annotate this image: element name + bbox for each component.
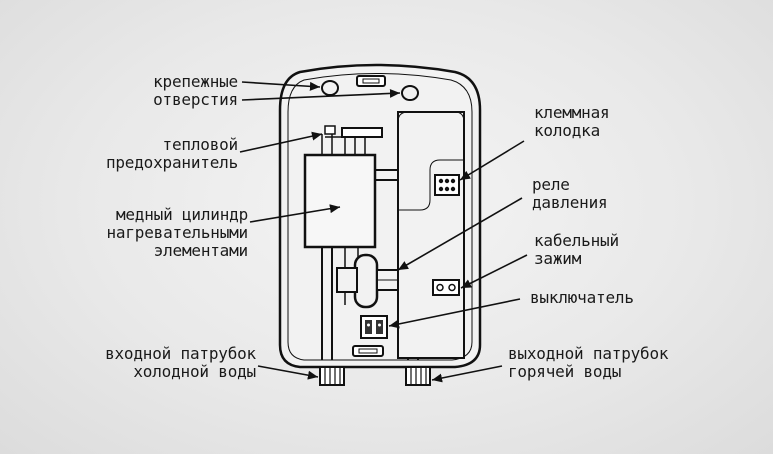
cold-inlet-fitting <box>319 366 345 386</box>
cable-clamp-symbol <box>432 279 460 296</box>
label-pressure-relay: реле давления <box>532 175 608 212</box>
arrow-pressure-relay <box>397 197 523 271</box>
arrow-hot-outlet <box>431 365 503 383</box>
label-cold-inlet: входной патрубок холодной воды <box>105 344 256 381</box>
terminal-block-symbol <box>434 174 460 196</box>
mounting-hole-right <box>401 85 419 101</box>
label-thermal-fuse: тепловой предохранитель <box>105 135 238 172</box>
label-copper-cylinder: медный цилиндр нагревательными элементам… <box>106 205 249 260</box>
label-hot-outlet: выходной патрубок горячей воды <box>508 344 669 381</box>
label-switch: выключатель <box>530 288 634 307</box>
arrow-copper-cylinder <box>249 204 341 223</box>
switch-symbol <box>360 315 388 339</box>
bottom-slot <box>352 345 384 357</box>
copper-cylinder <box>303 153 377 249</box>
arrow-terminal-block <box>459 140 525 181</box>
label-terminal-block: клеммная колодка <box>534 103 610 140</box>
label-cable-clamp: кабельный зажим <box>534 231 619 268</box>
thermal-fuse <box>341 127 383 138</box>
electrical-panel <box>397 111 465 359</box>
top-slot <box>356 75 386 87</box>
arrow-switch <box>388 298 521 329</box>
label-mounting-holes: крепежные отверстия <box>153 72 238 109</box>
arrow-cold-inlet <box>257 365 319 380</box>
arrow-mounting-left <box>241 81 321 91</box>
arrow-mounting-right <box>241 88 401 101</box>
arrow-cable-clamp <box>460 254 528 289</box>
pressure-relay <box>353 253 379 309</box>
tank-inner-outline <box>287 73 473 361</box>
hot-outlet-fitting <box>405 366 431 386</box>
mounting-hole-left <box>321 80 339 96</box>
arrow-thermal-fuse <box>239 131 323 153</box>
